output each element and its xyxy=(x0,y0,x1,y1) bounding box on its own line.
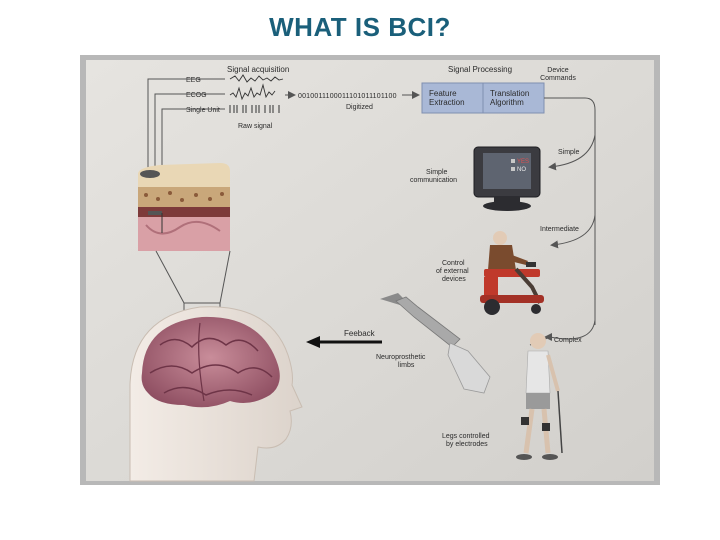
bci-diagram: Signal acquisition EEG ECOG Single Unit … xyxy=(80,55,660,485)
digitized-label: Digitized xyxy=(346,104,373,111)
translation-algorithm-label-line2: Algorithm xyxy=(490,98,524,107)
eeg-electrode xyxy=(140,170,160,178)
neuroprosthetic-label-line1: Neuroprosthetic xyxy=(376,354,426,361)
complex-label: Complex xyxy=(554,337,582,344)
feature-extraction-label-line1: Feature xyxy=(429,89,457,98)
zoom-line-right xyxy=(219,250,231,304)
yes-checkbox xyxy=(511,159,515,163)
intermediate-section: Intermediate Control of external devices xyxy=(436,214,596,315)
monitor-base xyxy=(483,201,531,211)
ecog-label: ECOG xyxy=(186,92,207,99)
wheelchair-front-wheel xyxy=(531,304,541,314)
walking-figure-torso xyxy=(525,350,551,394)
neuroprosthetic-arm: Neuroprosthetic limbs xyxy=(376,293,491,394)
eeg-wave xyxy=(229,74,284,83)
no-option: NO xyxy=(517,167,526,173)
cortex-fold xyxy=(145,220,221,235)
ecog-wave xyxy=(229,83,276,101)
no-checkbox xyxy=(511,167,515,171)
complex-arrow xyxy=(544,319,596,341)
legs-figure: Legs controlled by electrodes xyxy=(442,333,563,460)
raw-signal-label: Raw signal xyxy=(238,123,273,130)
wheelchair-user-torso xyxy=(488,245,516,270)
feedback-label: Feeback xyxy=(344,329,376,338)
prosthetic-forearm xyxy=(395,296,461,348)
head-with-brain xyxy=(129,306,303,482)
leg-electrode-left xyxy=(521,417,529,425)
monitor-screen xyxy=(483,153,531,189)
zoom-line-left xyxy=(155,250,185,304)
brain-gyrus-1 xyxy=(159,337,259,352)
cortex-layer xyxy=(138,217,230,251)
simple-arrow xyxy=(548,134,596,171)
skull-bone-layer xyxy=(138,187,230,207)
ecog-electrode xyxy=(148,211,162,215)
simple-communication-section: Simple Simple communication YES NO xyxy=(410,134,596,211)
control-label-line1: Control xyxy=(442,260,465,267)
brain-gyrus-3 xyxy=(163,386,253,396)
binary-string: 0010011100011101011101100 xyxy=(298,93,397,100)
output-trunk-line xyxy=(544,97,596,325)
walking-figure-arm xyxy=(546,354,560,392)
simple-communication-label-line2: communication xyxy=(410,177,457,184)
intermediate-arrow xyxy=(550,214,596,249)
control-label-line2: of external xyxy=(436,268,469,275)
neuroprosthetic-label-line2: limbs xyxy=(398,362,415,369)
dura-layer xyxy=(138,207,230,217)
wheelchair-seat xyxy=(484,269,540,277)
signal-acquisition-label: Signal acquisition xyxy=(227,65,289,74)
slide-title: WHAT IS BCI? xyxy=(269,12,451,42)
brain-central-sulcus xyxy=(198,322,205,402)
simple-communication-label-line1: Simple xyxy=(426,169,448,176)
feedback-section: Feeback xyxy=(306,329,382,348)
intermediate-label: Intermediate xyxy=(540,226,579,233)
yes-option: YES xyxy=(517,159,529,165)
device-commands-label-line2: Commands xyxy=(540,75,576,82)
bci-diagram-svg: Signal acquisition EEG ECOG Single Unit … xyxy=(86,60,654,482)
single-unit-spikes xyxy=(229,105,280,113)
brain-gyrus-2 xyxy=(149,364,273,378)
wheelchair-user-arm xyxy=(510,255,528,265)
eeg-wire xyxy=(147,78,184,173)
legs-label-line1: Legs controlled xyxy=(442,433,490,440)
leg-electrode-right xyxy=(542,423,550,431)
control-label-line3: devices xyxy=(442,276,466,283)
skull-cross-section xyxy=(138,163,231,322)
walking-figure-shorts xyxy=(526,393,550,409)
ecog-wire xyxy=(154,93,184,195)
wheelchair-joystick xyxy=(526,262,536,267)
signal-processing-label: Signal Processing xyxy=(448,65,512,74)
device-commands-label-line1: Device xyxy=(547,67,569,74)
signal-processing-section: Signal Processing Device Commands Featur… xyxy=(421,65,596,325)
wheelchair-user-head xyxy=(493,231,507,245)
feature-extraction-label-line2: Extraction xyxy=(429,98,465,107)
legs-label-line2: by electrodes xyxy=(446,441,488,448)
wheelchair-back xyxy=(484,277,498,299)
monitor-neck xyxy=(494,197,520,203)
left-shoe xyxy=(516,454,532,460)
bone-pores xyxy=(144,191,224,202)
walking-crutch xyxy=(557,390,563,454)
simple-label: Simple xyxy=(558,149,580,156)
walking-figure-left-leg xyxy=(523,408,535,454)
feedback-arrow-head xyxy=(306,336,320,348)
right-shoe xyxy=(542,454,558,460)
single-unit-label: Single Unit xyxy=(186,107,220,114)
prosthetic-upper-arm xyxy=(447,342,491,394)
walking-figure-head xyxy=(530,333,546,349)
translation-algorithm-label-line1: Translation xyxy=(490,89,529,98)
wheelchair-rear-wheel xyxy=(484,299,500,315)
signal-acquisition-section: Signal acquisition EEG ECOG Single Unit … xyxy=(147,65,420,213)
eeg-label: EEG xyxy=(186,77,201,84)
